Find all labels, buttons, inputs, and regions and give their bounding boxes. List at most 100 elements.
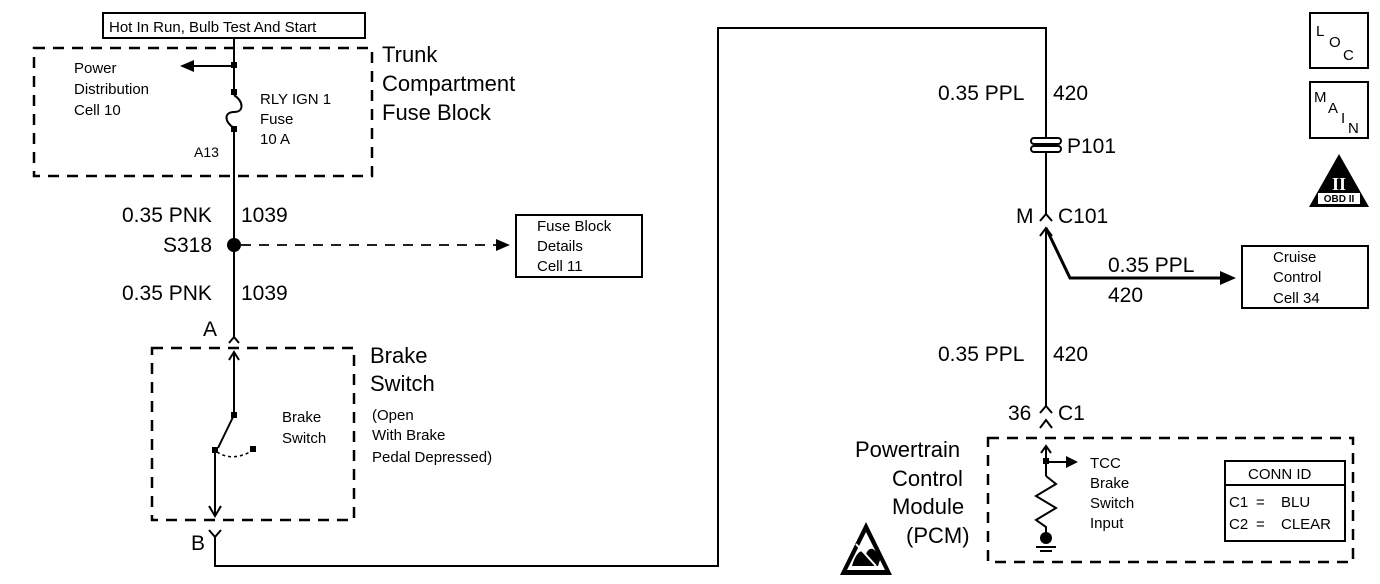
pcm-pin-label: 36 bbox=[1008, 402, 1031, 425]
pcm-title-4: (PCM) bbox=[906, 523, 970, 548]
power-dist-label-1: Power bbox=[74, 60, 117, 77]
pcm-c1-connector-icon bbox=[1039, 404, 1053, 414]
power-dist-arrow-icon bbox=[180, 60, 194, 72]
wire-lower-gauge: 0.35 PNK bbox=[122, 282, 212, 305]
conn-id-row2-eq: = bbox=[1256, 516, 1265, 533]
brake-switch-note-2: With Brake bbox=[372, 427, 445, 444]
trunk-fuse-block-title-1: Trunk bbox=[382, 42, 438, 67]
wire-upper-circuit: 1039 bbox=[241, 204, 288, 227]
loc-letter-o: O bbox=[1329, 34, 1341, 51]
fuse-block-details-arrow-icon bbox=[496, 239, 510, 251]
brake-switch-box bbox=[150, 346, 356, 522]
cruise-label-1: Cruise bbox=[1273, 249, 1316, 266]
switch-blade-icon bbox=[217, 414, 235, 449]
switch-lower-arrow-icon bbox=[208, 505, 222, 518]
pull-down-resistor-icon bbox=[1034, 475, 1058, 538]
fuse-terminal-label: A13 bbox=[194, 144, 219, 160]
fuse-block-details-box bbox=[515, 214, 643, 278]
obd-label: OBD II bbox=[1324, 194, 1355, 205]
pcm-connector-label: C1 bbox=[1058, 402, 1085, 425]
main-letter-a: A bbox=[1328, 100, 1338, 117]
fuse-label-1: RLY IGN 1 bbox=[260, 91, 331, 108]
esd-warning-icon bbox=[840, 522, 892, 575]
obd-ii-icon[interactable]: II OBD II bbox=[1309, 154, 1369, 207]
main-nav-icon[interactable]: M A I N bbox=[1309, 81, 1369, 139]
brake-switch-inner-2: Switch bbox=[282, 430, 326, 447]
connector-b-icon bbox=[208, 529, 222, 539]
main-letter-i: I bbox=[1341, 110, 1345, 127]
tcc-input-3: Switch bbox=[1090, 495, 1134, 512]
wire-upper-gauge: 0.35 PNK bbox=[122, 204, 212, 227]
pcm-title-3: Module bbox=[892, 494, 964, 519]
loc-nav-icon[interactable]: L O C bbox=[1309, 12, 1369, 69]
brake-switch-note-1: (Open bbox=[372, 407, 414, 424]
p101-connector-upper bbox=[1030, 137, 1062, 145]
conn-id-row2-value: CLEAR bbox=[1281, 516, 1331, 533]
cruise-wire-circuit: 420 bbox=[1108, 284, 1143, 307]
circuit-420-routing-wire bbox=[214, 27, 1047, 567]
cruise-arrow-icon bbox=[1220, 271, 1236, 285]
main-letter-m: M bbox=[1314, 89, 1327, 106]
trunk-fuse-block-box bbox=[32, 46, 374, 178]
fuse-block-details-3: Cell 11 bbox=[537, 258, 583, 275]
conn-id-title: CONN ID bbox=[1248, 466, 1312, 483]
main-letter-n: N bbox=[1348, 120, 1359, 137]
conn-id-row1-value: BLU bbox=[1281, 494, 1310, 511]
c101-label: C101 bbox=[1058, 205, 1108, 228]
cruise-branch-wire bbox=[1044, 227, 1222, 280]
fuse-terminal-top bbox=[231, 89, 237, 95]
wire-bottom-circuit: 420 bbox=[1053, 343, 1088, 366]
conn-id-row2-name: C2 bbox=[1229, 516, 1248, 533]
loc-letter-l: L bbox=[1316, 23, 1324, 40]
obd-numeral: II bbox=[1332, 174, 1346, 194]
fuse-label-3: 10 A bbox=[260, 131, 290, 148]
switch-open-contact bbox=[250, 446, 256, 452]
c101-letter: M bbox=[1016, 205, 1034, 228]
wire-top-circuit: 420 bbox=[1053, 82, 1088, 105]
connector-b-label: B bbox=[191, 532, 205, 555]
fuse-label-2: Fuse bbox=[260, 111, 293, 128]
wire-bottom-gauge: 0.35 PPL bbox=[938, 343, 1024, 366]
wire-top-gauge: 0.35 PPL bbox=[938, 82, 1024, 105]
conn-id-row1-name: C1 bbox=[1229, 494, 1248, 511]
tcc-input-4: Input bbox=[1090, 515, 1124, 532]
brake-switch-title-2: Switch bbox=[370, 371, 435, 396]
trunk-fuse-block-title-2: Compartment bbox=[382, 71, 515, 96]
splice-s318-dot bbox=[227, 238, 241, 252]
tcc-input-2: Brake bbox=[1090, 475, 1129, 492]
fuse-block-details-1: Fuse Block bbox=[537, 218, 612, 235]
connector-a-label: A bbox=[203, 318, 217, 341]
pcm-c1-arrow-icon bbox=[1039, 418, 1053, 429]
conn-id-row1-eq: = bbox=[1256, 494, 1265, 511]
tcc-input-arrow-icon bbox=[1066, 456, 1078, 468]
conn-id-table bbox=[1224, 460, 1346, 542]
tcc-input-1: TCC bbox=[1090, 455, 1121, 472]
c101-connector-icon bbox=[1039, 212, 1053, 222]
switch-travel-indicator bbox=[216, 450, 253, 458]
power-dist-label-2: Distribution bbox=[74, 81, 149, 98]
trunk-fuse-block-title-3: Fuse Block bbox=[382, 100, 492, 125]
connector-a-icon bbox=[228, 335, 240, 344]
pcm-title-1: Powertrain bbox=[855, 437, 960, 462]
cruise-label-3: Cell 34 bbox=[1273, 290, 1320, 307]
loc-letter-c: C bbox=[1343, 47, 1354, 64]
power-source-label: Hot In Run, Bulb Test And Start bbox=[109, 19, 317, 36]
brake-switch-title-1: Brake bbox=[370, 343, 427, 368]
ground-node bbox=[1040, 532, 1052, 544]
cruise-wire-gauge: 0.35 PPL bbox=[1108, 254, 1194, 277]
fuse-terminal-bottom bbox=[231, 126, 237, 132]
splice-s318-label: S318 bbox=[163, 234, 212, 257]
fuse-icon bbox=[225, 94, 243, 129]
brake-switch-inner-1: Brake bbox=[282, 409, 321, 426]
cruise-control-box bbox=[1241, 245, 1369, 309]
p101-connector-lower bbox=[1030, 145, 1062, 153]
brake-switch-note-3: Pedal Depressed) bbox=[372, 449, 492, 466]
cruise-label-2: Control bbox=[1273, 269, 1321, 286]
power-dist-label-3: Cell 10 bbox=[74, 102, 121, 119]
p101-label: P101 bbox=[1067, 135, 1116, 158]
fuse-block-details-2: Details bbox=[537, 238, 583, 255]
wire-lower-circuit: 1039 bbox=[241, 282, 288, 305]
pcm-box bbox=[986, 436, 1355, 564]
pcm-title-2: Control bbox=[892, 466, 963, 491]
